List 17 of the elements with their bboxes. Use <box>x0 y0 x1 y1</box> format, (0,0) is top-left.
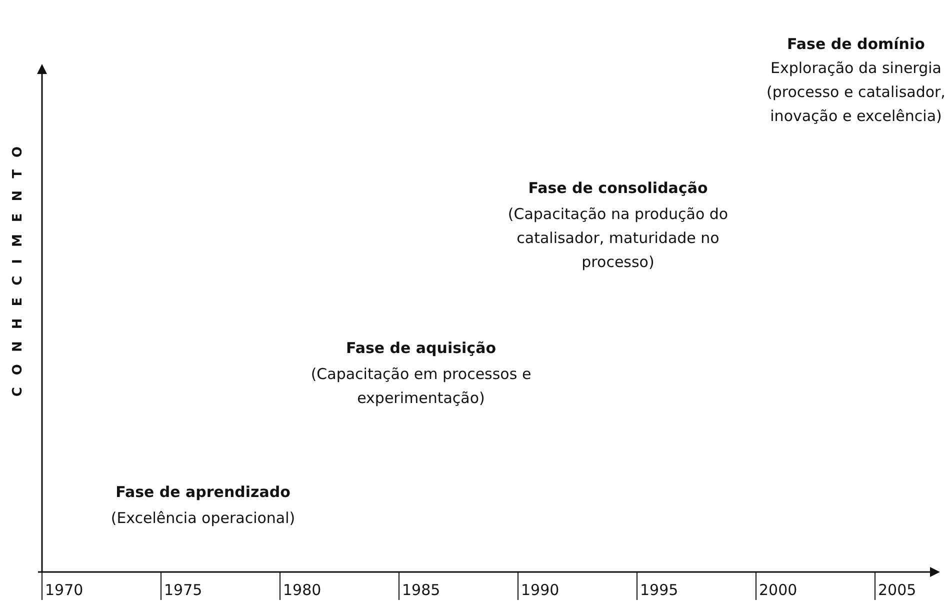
tick-label: 1985 <box>402 581 440 599</box>
phase-description: (Excelência operacional) <box>110 508 296 529</box>
phase-description: Exploração da sinergia (processo e catalisador, inovação e excelência) <box>766 58 945 127</box>
tick-label: 2000 <box>759 581 798 599</box>
tick-label: 1975 <box>164 581 202 599</box>
tick-label: 1995 <box>640 581 678 599</box>
phase-title: Fase de aquisição <box>344 338 497 359</box>
tick-label: 1970 <box>45 581 84 599</box>
phase-description: (Capacitação na produção do catalisador, maturidade no processo) <box>506 204 730 273</box>
tick-label: 1990 <box>521 581 560 599</box>
axis-title: CONHECIMENTO <box>10 134 26 396</box>
phase-title: Fase de consolidação <box>527 178 709 199</box>
phase-description: (Capacitação em processos e experimentação) <box>310 364 532 409</box>
tick-label: 2005 <box>878 581 916 599</box>
tick-label: 1980 <box>283 581 322 599</box>
phase-title: Fase de domínio <box>786 34 926 55</box>
phase-title: Fase de aprendizado <box>114 482 292 503</box>
